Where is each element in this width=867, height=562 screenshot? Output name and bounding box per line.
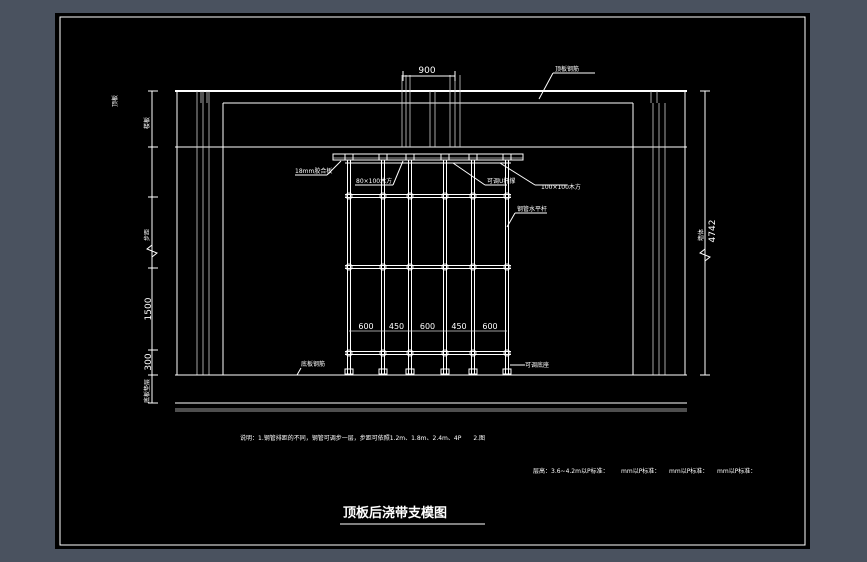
label-jack-bottom: 可调底座 (525, 361, 549, 369)
note-text: 说明：1.钢管排距的不同，钢管可调步一层，步距可依照1.2m、1.8m、2.4m… (240, 434, 485, 442)
scaffold-node (441, 263, 449, 271)
spacing-label: 450 (389, 322, 404, 331)
label-left-mid: 步距 (143, 229, 151, 241)
label-top-slab: 顶板钢筋 (555, 65, 579, 73)
legend-item-1: mm以P标准： (621, 467, 660, 475)
label-plank: 18mm胶合板 (295, 167, 332, 175)
leader-top-slab (538, 72, 554, 100)
jack-top (502, 153, 512, 161)
label-wood-100: 80×100木方 (356, 177, 392, 185)
spacing-label: 600 (358, 322, 373, 331)
scaffold-node (406, 349, 414, 357)
right-dimension (699, 90, 711, 376)
scaffold-node (379, 349, 387, 357)
left-dimension (146, 90, 158, 404)
formwork-plank (332, 153, 524, 161)
formwork-drawing: 900 顶板钢筋 1500 300 顶板 楼板 步距 底板垫层 (59, 16, 806, 546)
label-bottom-slab: 底板钢筋 (301, 360, 325, 368)
label-left-top-b: 楼板 (143, 117, 151, 129)
outer-frame (59, 16, 806, 546)
post-pour-strip-lines (401, 75, 461, 147)
scaffold-node (469, 349, 477, 357)
label-left-bottom: 底板垫层 (143, 379, 151, 403)
jack-bottom (344, 368, 354, 375)
spacing-label: 600 (482, 322, 497, 331)
scaffold-node (406, 263, 414, 271)
scaffold-node (503, 192, 511, 200)
dim-300-label: 300 (144, 353, 154, 370)
scaffold-node (345, 263, 353, 271)
ground-slab (175, 374, 687, 412)
jack-bottom (468, 368, 478, 375)
scaffold-node (345, 192, 353, 200)
dim-1500-label: 1500 (144, 297, 154, 320)
scaffold-node (406, 192, 414, 200)
label-jack-top: 可调U托撑 (487, 177, 515, 185)
spacing-dims: 600 450 600 450 600 (358, 322, 497, 331)
legend-item-3: mm以P标准： (717, 467, 756, 475)
scaffold-node (469, 192, 477, 200)
label-horizontal: 钢管水平杆 (517, 205, 547, 213)
label-left-top-a: 顶板 (111, 95, 119, 107)
jack-bottom (502, 368, 512, 375)
spacing-label: 450 (451, 322, 466, 331)
scaffold-node (503, 349, 511, 357)
scaffold-frame (344, 153, 512, 375)
left-wall (176, 91, 224, 375)
scaffold-node (379, 192, 387, 200)
scaffold-node (469, 263, 477, 271)
scaffold-node (441, 349, 449, 357)
jack-top (468, 153, 478, 161)
right-wall (632, 91, 686, 375)
jack-top (440, 153, 450, 161)
scaffold-node (345, 349, 353, 357)
dim-900 (402, 71, 456, 81)
scaffold-node (503, 263, 511, 271)
label-wood-180: 100×100木方 (541, 183, 581, 191)
jack-top (378, 153, 388, 161)
jack-top (344, 153, 354, 161)
dim-4742-label: 4742 (708, 220, 718, 243)
scaffold-node (441, 192, 449, 200)
jack-bottom (378, 368, 388, 375)
drawing-sheet: 900 顶板钢筋 1500 300 顶板 楼板 步距 底板垫层 (55, 13, 810, 549)
top-slab (175, 90, 687, 148)
jack-bottom (405, 368, 415, 375)
scaffold-node (379, 263, 387, 271)
spacing-label: 600 (420, 322, 435, 331)
jack-bottom (440, 368, 450, 375)
legend-item-0: 层高：3.6~4.2m以P标准： (533, 467, 609, 475)
jack-top (405, 153, 415, 161)
legend-item-2: mm以P标准： (669, 467, 708, 475)
dim-900-label: 900 (418, 66, 435, 76)
drawing-title: 顶板后浇带支模图 (343, 505, 447, 521)
label-right-mid: 墙体 (697, 229, 705, 241)
